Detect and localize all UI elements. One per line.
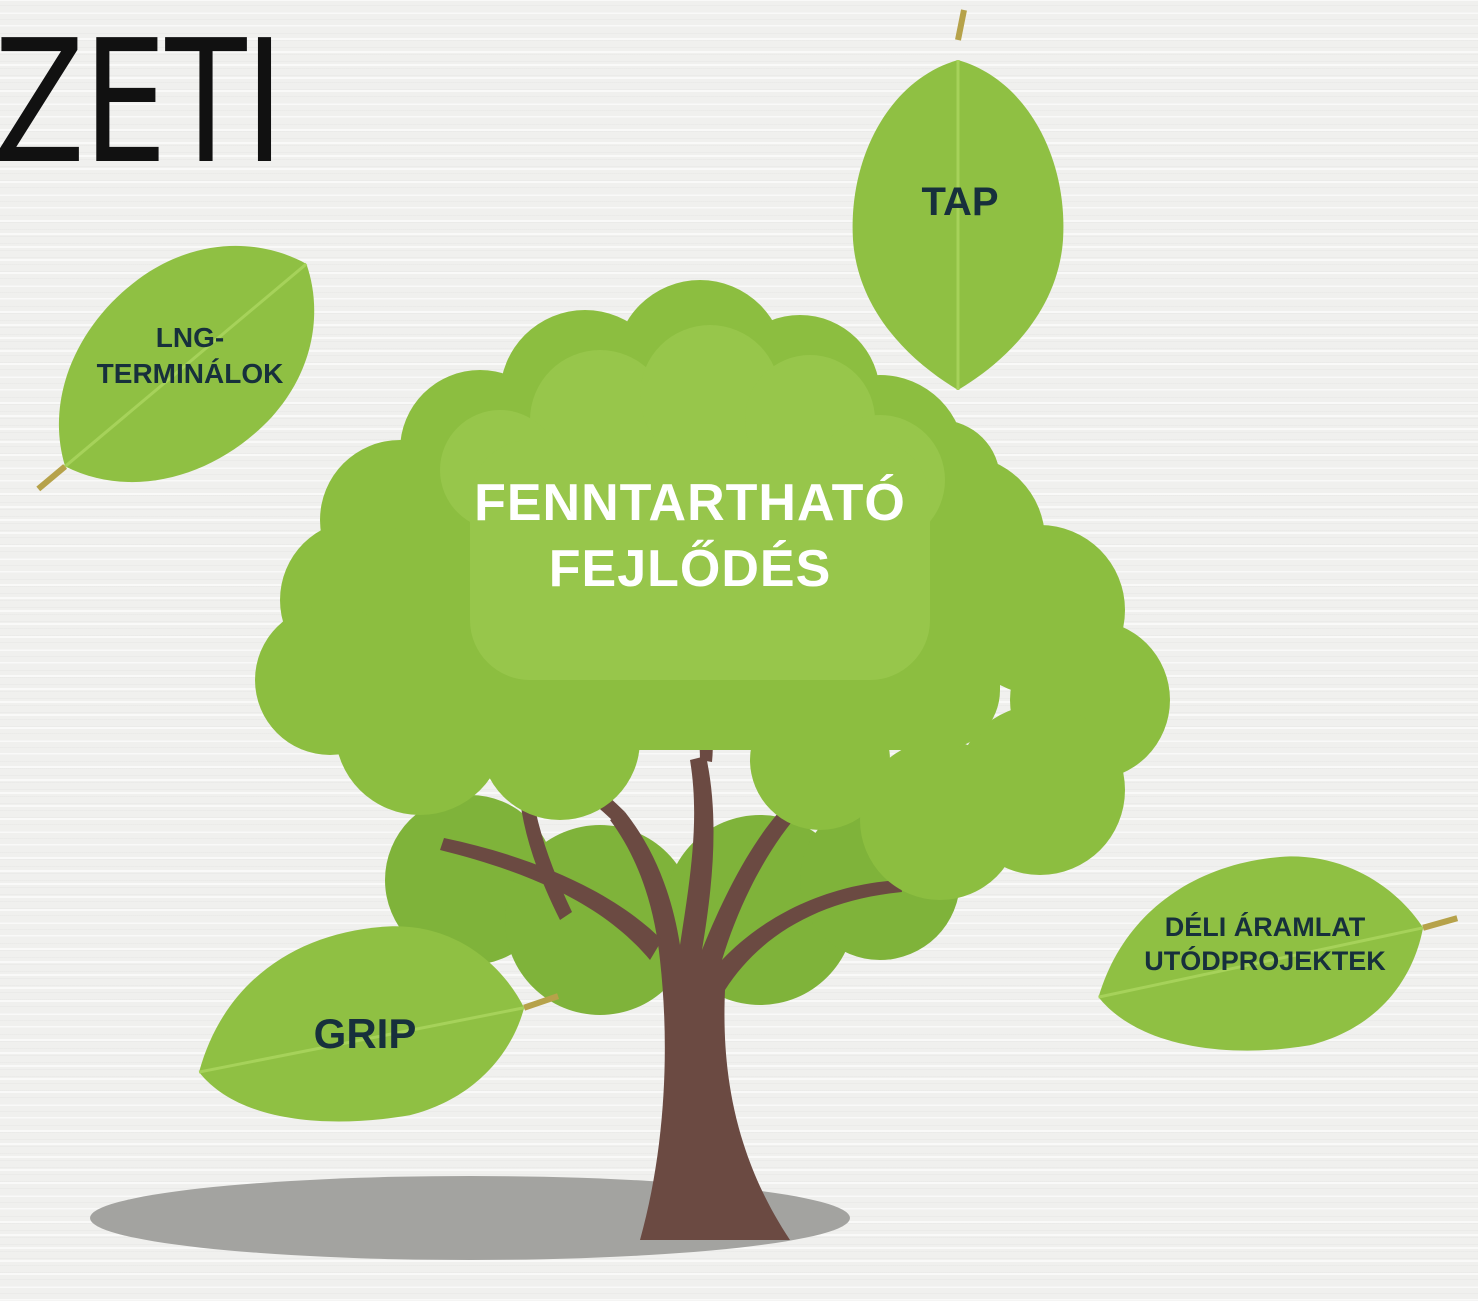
center-label-line2: FEJLŐDÉS [548, 540, 832, 598]
leaf-label-lng-line1: LNG- [155, 322, 225, 353]
leaf-label-south-line1: DÉLI ÁRAMLAT [1164, 912, 1366, 942]
leaf-label-grip: GRIP [313, 1010, 417, 1057]
leaf-tap [852, 9, 1064, 390]
leaf-lng [36, 245, 315, 492]
canopy-highlight [440, 325, 945, 680]
leaf-label-lng: LNG- TERMINÁLOK [65, 320, 315, 392]
center-label-line1: FENNTARTHATÓ [474, 474, 906, 532]
leaf-label-south-line2: UTÓDPROJEKTEK [1144, 946, 1386, 976]
center-label: FENNTARTHATÓ FEJLŐDÉS [390, 470, 990, 602]
leaf-grip [198, 926, 560, 1122]
leaf-label-tap: TAP [921, 180, 999, 224]
page-title: ZETI [0, 4, 284, 202]
leaf-label-south-stream: DÉLI ÁRAMLAT UTÓDPROJEKTEK [1120, 910, 1410, 978]
leaf-label-lng-line2: TERMINÁLOK [96, 358, 284, 389]
leaf-south-stream [1098, 856, 1459, 1051]
